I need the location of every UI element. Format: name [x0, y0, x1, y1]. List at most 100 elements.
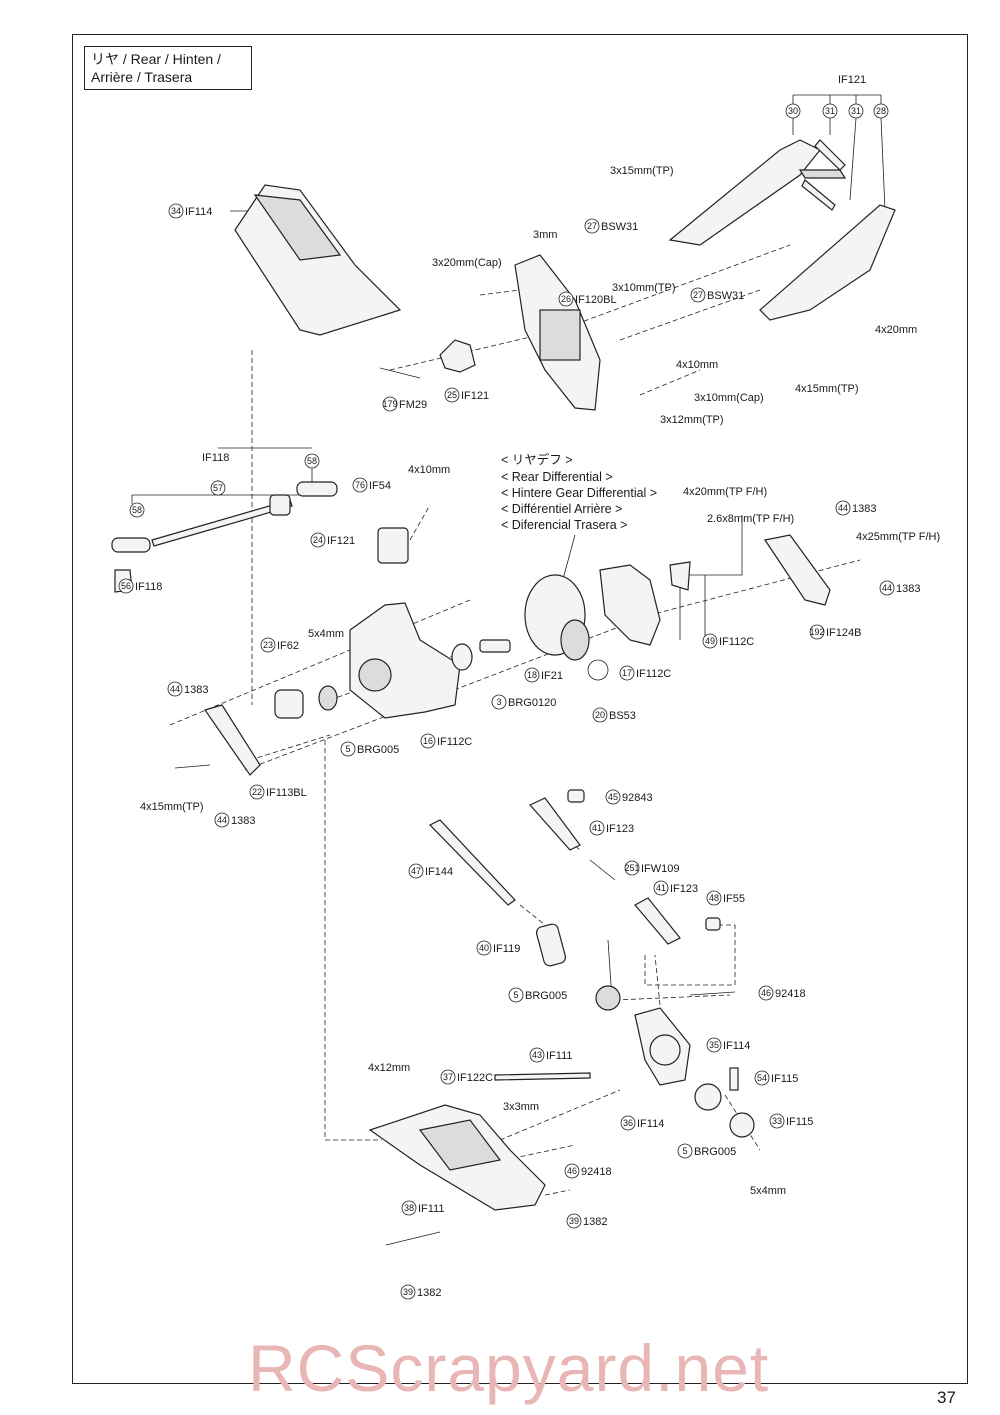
- part-number-circle: [167, 681, 183, 697]
- part-number: 25: [447, 390, 457, 400]
- part-callout: 58: [304, 453, 320, 469]
- part-number-circle: [605, 789, 621, 805]
- part-callout: 3mm: [533, 229, 557, 241]
- part-number-circle: [529, 1047, 545, 1063]
- part-number-circle: [592, 707, 608, 723]
- part-code-label: IF111: [546, 1050, 573, 1062]
- part-code-label: IF119: [493, 943, 520, 955]
- part-code-label: IF121: [327, 535, 355, 547]
- part-callout: 38 IF111: [401, 1200, 445, 1216]
- part-number: 5: [345, 744, 350, 754]
- part-number-circle: [706, 890, 722, 906]
- turnbuckle-part: [111, 481, 338, 593]
- part-callout: 4x15mm(TP): [140, 801, 204, 813]
- lower-arm-part: [368, 1072, 591, 1246]
- part-code-label: 4x10mm: [408, 464, 450, 476]
- part-number: 38: [404, 1203, 414, 1213]
- part-code-label: IF114: [185, 206, 212, 218]
- page-frame: [72, 34, 968, 1384]
- rear-differential-title: < リヤデフ > < Rear Differential > < Hintere…: [501, 452, 657, 532]
- page-number: 37: [937, 1388, 956, 1407]
- hub-carrier-part: [595, 985, 755, 1138]
- part-code-label: IF118: [135, 581, 162, 593]
- part-code-label: IF122C: [457, 1072, 493, 1084]
- part-number: 48: [709, 893, 719, 903]
- outdrive-bearing-parts: [174, 685, 338, 776]
- part-code-label: 3mm: [533, 229, 557, 241]
- part-code-label: 1383: [231, 815, 255, 827]
- part-code-label: IF121: [461, 390, 489, 402]
- part-number-circle: [677, 1143, 693, 1159]
- part-callout: 4x20mm: [875, 324, 917, 336]
- part-code-label: IF112C: [719, 636, 754, 648]
- part-code-label: 3x10mm(TP): [612, 282, 676, 294]
- part-code-label: 92843: [622, 792, 653, 804]
- part-number: 16: [423, 736, 433, 746]
- part-callout: 28: [873, 103, 889, 119]
- part-code-label: IF55: [723, 893, 745, 905]
- part-number: 30: [788, 106, 798, 116]
- part-code-label: IF115: [786, 1116, 813, 1128]
- part-number-circle: [249, 784, 265, 800]
- part-number-circle: [624, 860, 640, 876]
- part-code-label: 1383: [852, 503, 876, 515]
- part-number-circle: [809, 624, 825, 640]
- upper-arm-part: [234, 184, 402, 336]
- part-callout: IF121: [838, 74, 866, 86]
- part-number-circle: [835, 500, 851, 516]
- part-callout: 5x4mm: [750, 1185, 786, 1197]
- part-number: 18: [527, 670, 537, 680]
- section-title-line1: リヤ / Rear / Hinten /: [91, 51, 221, 67]
- part-number-circle: [420, 733, 436, 749]
- part-number-circle: [758, 985, 774, 1001]
- part-number: 26: [561, 294, 571, 304]
- part-number-circle: [524, 667, 540, 683]
- part-code-label: IFW109: [641, 863, 680, 875]
- part-code-label: BRG005: [694, 1146, 736, 1158]
- part-number-circle: [690, 287, 706, 303]
- part-callout: 3x15mm(TP): [610, 165, 674, 177]
- part-number-circle: [754, 1070, 770, 1086]
- part-number: 5: [682, 1146, 687, 1156]
- part-code-label: IF54: [369, 480, 391, 492]
- part-code-label: IF123: [606, 823, 634, 835]
- part-code-label: 4x12mm: [368, 1062, 410, 1074]
- part-code-label: IF112C: [437, 736, 472, 748]
- part-number-circle: [653, 880, 669, 896]
- part-number: 24: [313, 535, 323, 545]
- part-callout: 4x20mm(TP F/H): [683, 486, 767, 498]
- part-callout: 48 IF55: [706, 890, 745, 906]
- part-code-label: 2.6x8mm(TP F/H): [707, 513, 794, 525]
- part-number: 46: [567, 1166, 577, 1176]
- section-title-box: リヤ / Rear / Hinten / Arrière / Trasera: [84, 46, 252, 90]
- part-number-circle: [444, 387, 460, 403]
- part-number-circle: [118, 578, 134, 594]
- part-code-label: BRG0120: [508, 697, 556, 709]
- part-callout: 24 IF121: [310, 532, 355, 548]
- part-callout: 54 IF115: [754, 1070, 798, 1086]
- part-callout: 3x20mm(Cap): [432, 257, 502, 269]
- part-code-label: 4x15mm(TP): [795, 383, 859, 395]
- part-number-circle: [564, 1163, 580, 1179]
- part-number: 251: [624, 863, 639, 873]
- part-number: 54: [757, 1073, 767, 1083]
- part-callout: 4x10mm: [676, 359, 718, 371]
- part-code-label: IF115: [771, 1073, 798, 1085]
- part-code-label: IF121: [838, 74, 866, 86]
- part-callout: 4x10mm: [408, 464, 450, 476]
- part-number: 27: [693, 290, 703, 300]
- part-number-circle: [340, 741, 356, 757]
- part-code-label: IF111: [418, 1203, 445, 1215]
